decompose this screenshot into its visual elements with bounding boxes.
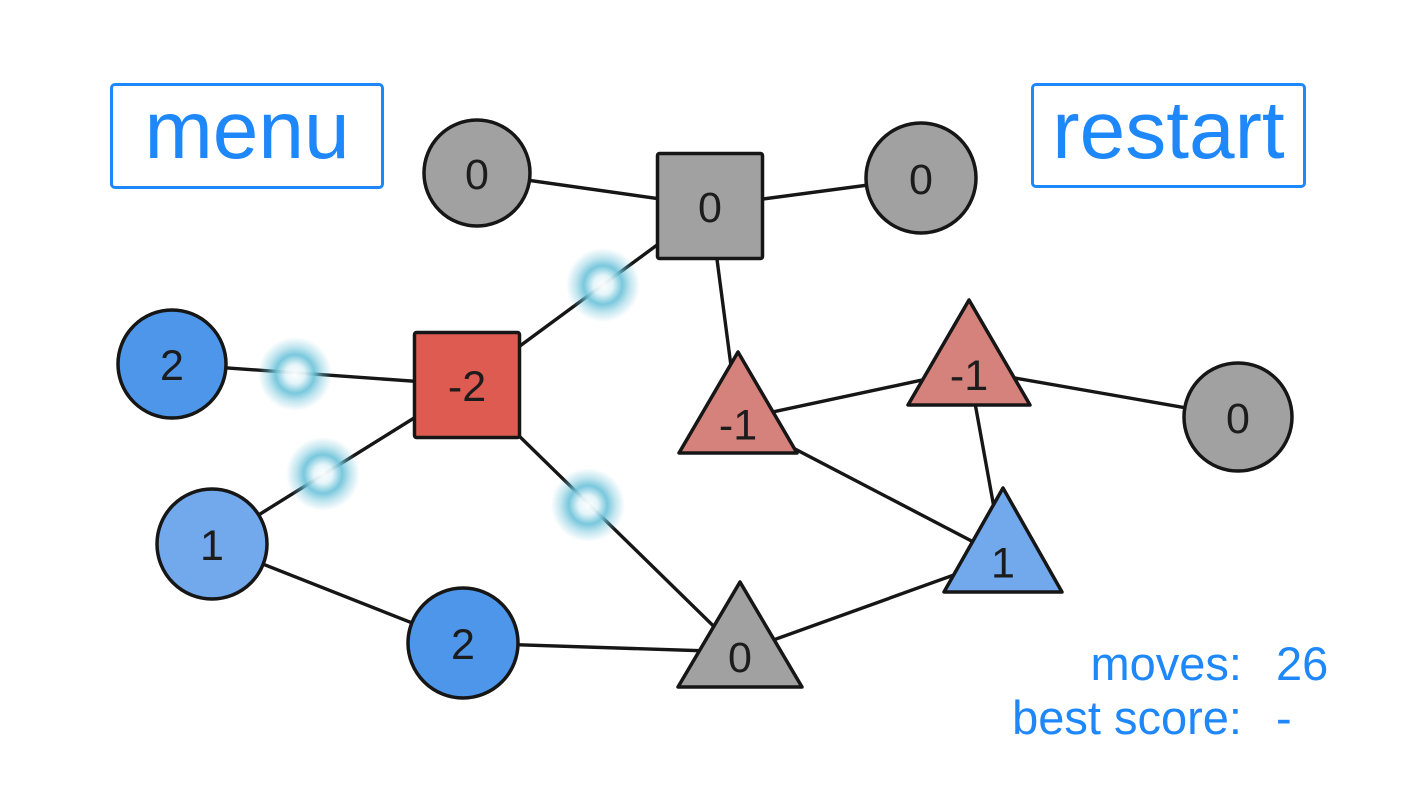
node-value-label: 0: [728, 634, 752, 682]
moves-label: moves:: [1090, 637, 1243, 690]
node-circle-two-bottom[interactable]: 2: [406, 586, 520, 700]
node-value-label: 1: [200, 522, 224, 570]
node-value-label: -1: [719, 401, 757, 449]
node-value-label: 0: [465, 151, 489, 199]
node-circle-zero-right[interactable]: 0: [1182, 361, 1294, 473]
nodes-layer: 0 0 0 2 -2 -1 -1 0 1 1 2 0: [116, 118, 1294, 700]
moves-value: 26: [1276, 637, 1329, 690]
node-circle-zero-top-left[interactable]: 0: [422, 118, 532, 228]
node-shape-circle[interactable]: [155, 487, 269, 601]
best-score-value: -: [1276, 691, 1292, 744]
node-shape-triangle[interactable]: [676, 580, 804, 689]
node-shape-square[interactable]: [655, 151, 765, 261]
node-triangle-one-blue[interactable]: 1: [942, 486, 1064, 594]
node-circle-two-left[interactable]: 2: [116, 308, 228, 420]
node-shape-triangle[interactable]: [906, 298, 1032, 407]
node-value-label: 0: [698, 184, 722, 232]
node-shape-circle[interactable]: [406, 586, 520, 700]
best-score-label: best score:: [1012, 691, 1242, 744]
node-triangle-zero-gray[interactable]: 0: [676, 580, 804, 689]
node-shape-triangle[interactable]: [942, 486, 1064, 594]
node-value-label: -2: [448, 363, 486, 411]
node-triangle-minus-one-left[interactable]: -1: [677, 350, 799, 455]
node-shape-circle[interactable]: [1182, 361, 1294, 473]
menu-button[interactable]: menu: [110, 83, 384, 189]
node-value-label: -1: [950, 352, 988, 400]
node-value-label: 2: [451, 621, 475, 669]
edge-glow-marker: [566, 248, 640, 322]
node-shape-square[interactable]: [412, 330, 522, 440]
edge-glow-marker: [286, 437, 360, 511]
node-shape-circle[interactable]: [422, 118, 532, 228]
node-square-minus-two[interactable]: -2: [412, 330, 522, 440]
restart-button[interactable]: restart: [1031, 83, 1306, 188]
edge-glow-marker: [258, 337, 332, 411]
node-shape-circle[interactable]: [116, 308, 228, 420]
node-shape-circle[interactable]: [864, 121, 978, 235]
node-triangle-minus-one-right[interactable]: -1: [906, 298, 1032, 407]
glow-layer: [258, 248, 640, 542]
node-value-label: 1: [991, 539, 1015, 587]
node-shape-triangle[interactable]: [677, 350, 799, 455]
edge-glow-marker: [551, 468, 625, 542]
node-circle-one-left[interactable]: 1: [155, 487, 269, 601]
node-circle-zero-top-right[interactable]: 0: [864, 121, 978, 235]
node-value-label: 2: [160, 342, 184, 390]
score-panel: moves: 26 best score: -: [880, 637, 1360, 744]
node-square-zero-top[interactable]: 0: [655, 151, 765, 261]
node-value-label: 0: [909, 156, 933, 204]
node-value-label: 0: [1226, 395, 1250, 443]
